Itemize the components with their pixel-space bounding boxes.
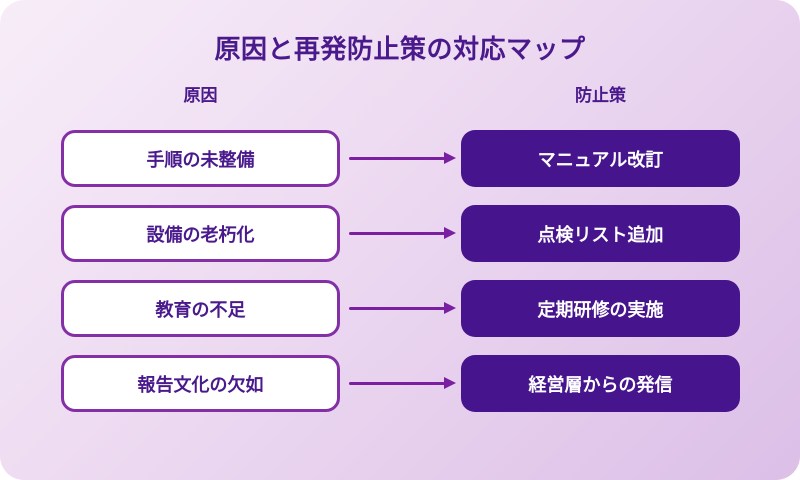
cause-box: 手順の未整備 bbox=[61, 130, 340, 187]
cause-box: 教育の不足 bbox=[61, 280, 340, 337]
measure-box: 経営層からの発信 bbox=[461, 355, 740, 412]
measure-box: マニュアル改訂 bbox=[461, 130, 740, 187]
cause-box: 報告文化の欠如 bbox=[61, 355, 340, 412]
measure-box: 定期研修の実施 bbox=[461, 280, 740, 337]
cause-box: 設備の老朽化 bbox=[61, 205, 340, 262]
page-title: 原因と再発防止策の対応マップ bbox=[214, 34, 586, 64]
measure-box: 点検リスト追加 bbox=[461, 205, 740, 262]
arrow-right-icon bbox=[349, 152, 456, 164]
arrow-right-icon bbox=[349, 227, 456, 239]
arrow-right-icon bbox=[349, 377, 456, 389]
column-header-measure: 防止策 bbox=[575, 86, 626, 105]
arrow-right-icon bbox=[349, 302, 456, 314]
column-header-cause: 原因 bbox=[183, 86, 218, 105]
